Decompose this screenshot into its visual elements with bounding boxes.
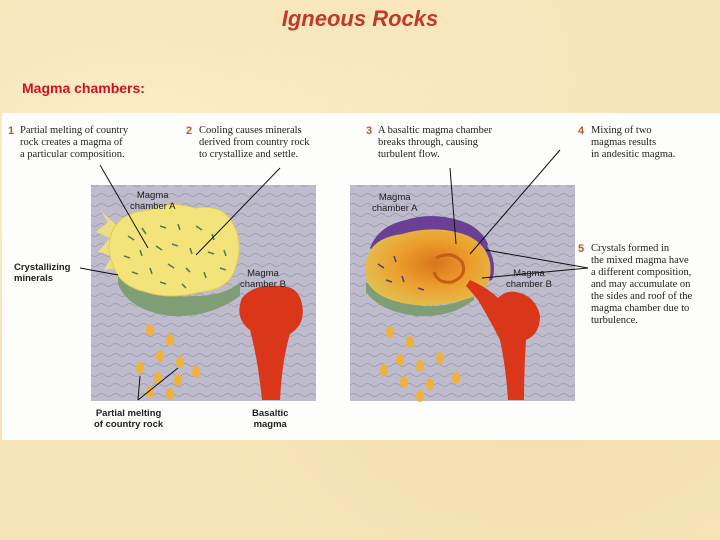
step-2-text: Cooling causes minerals derived from cou… bbox=[199, 125, 310, 161]
step-3-number: 3 bbox=[366, 125, 372, 137]
label-magma-chamber-b-left: Magma chamber B bbox=[240, 268, 286, 290]
label-basaltic-magma: Basaltic magma bbox=[252, 408, 288, 430]
step-4-text: Mixing of two magmas results in andesiti… bbox=[591, 125, 675, 161]
step-5-number: 5 bbox=[578, 243, 584, 255]
step-1-text: Partial melting of country rock creates … bbox=[20, 125, 128, 161]
label-magma-chamber-a-right: Magma chamber A bbox=[372, 192, 417, 214]
magma-chamber-a-left bbox=[109, 204, 239, 296]
right-diagram bbox=[350, 150, 588, 402]
label-magma-chamber-b-right: Magma chamber B bbox=[506, 268, 552, 290]
step-2-number: 2 bbox=[186, 125, 192, 137]
mixed-magma-chamber bbox=[366, 229, 491, 305]
label-partial-melting: Partial melting of country rock bbox=[94, 408, 163, 430]
step-1-number: 1 bbox=[8, 125, 14, 137]
step-3-text: A basaltic magma chamber breaks through,… bbox=[378, 125, 492, 161]
label-magma-chamber-a-left: Magma chamber A bbox=[130, 190, 175, 212]
step-4-number: 4 bbox=[578, 125, 584, 137]
label-crystallizing-minerals: Crystallizing minerals bbox=[14, 262, 71, 284]
step-5-text: Crystals formed in the mixed magma have … bbox=[591, 243, 692, 327]
